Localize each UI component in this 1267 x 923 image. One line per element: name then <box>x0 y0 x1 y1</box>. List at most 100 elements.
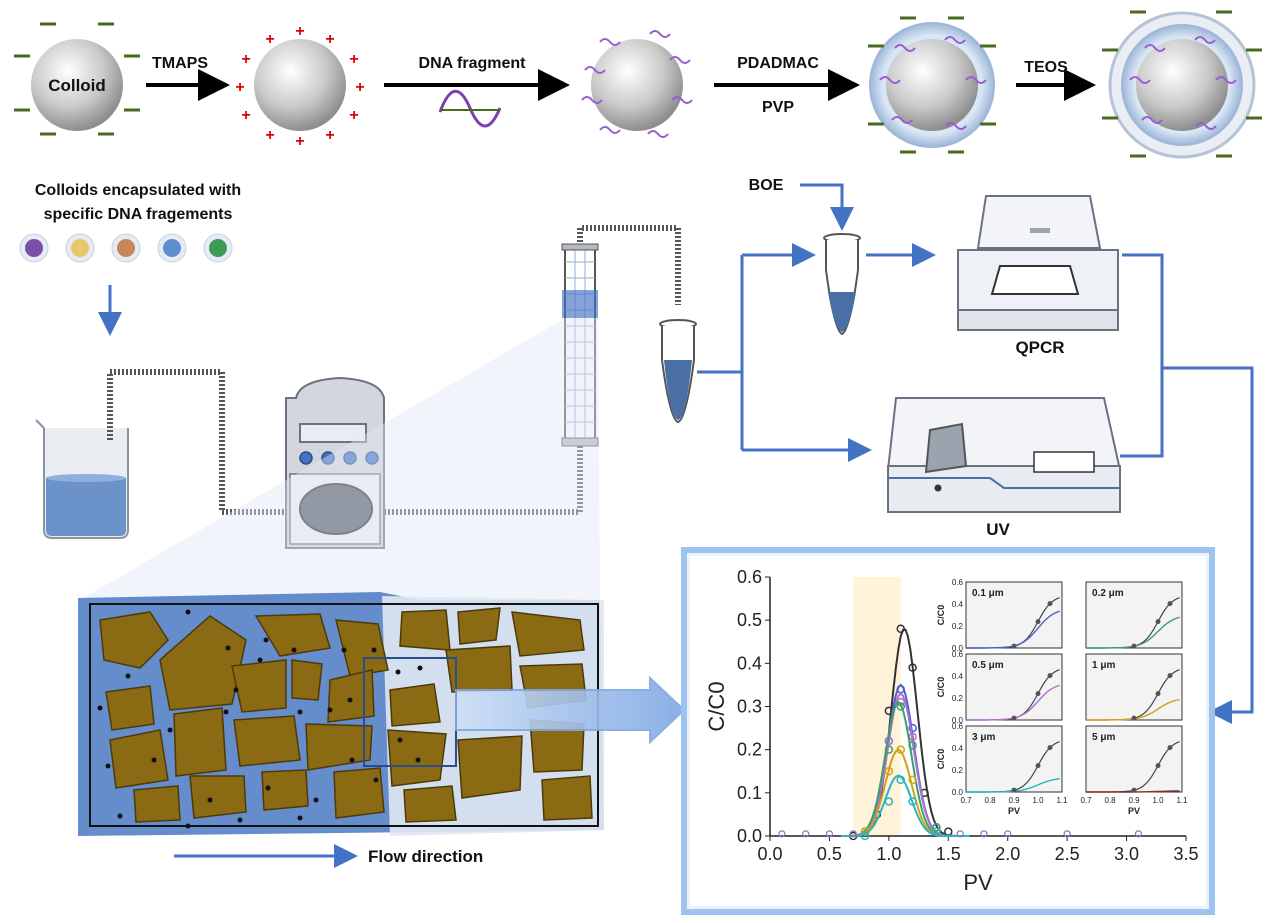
svg-text:+: + <box>265 31 274 48</box>
inset-x-tick-label: 0.7 <box>1080 796 1092 805</box>
svg-text:+: + <box>241 107 250 124</box>
inset-y-tick-label: 0.4 <box>952 744 964 753</box>
inset-x-tick-label: 0.7 <box>960 796 972 805</box>
data-point <box>908 663 917 672</box>
x-tick-label: 2.5 <box>1055 844 1080 864</box>
svg-text:+: + <box>325 127 334 144</box>
x-tick-label: 0.0 <box>757 844 782 864</box>
y-tick-label: 0.2 <box>737 740 762 760</box>
colloid-label: Colloid <box>48 76 106 95</box>
inset-title: 0.5 μm <box>972 660 1004 671</box>
svg-text:+: + <box>295 23 304 40</box>
arrow-teos: TEOS <box>1016 59 1096 101</box>
step-pdadmac-label: PDADMAC <box>737 55 819 72</box>
tubing <box>107 225 681 515</box>
sand-grain <box>457 735 523 799</box>
data-point <box>884 745 894 754</box>
colloid-4-coated <box>868 16 996 154</box>
inset-ref-point <box>1035 691 1041 697</box>
data-point <box>860 831 870 841</box>
inset-panel: 0.5 μm0.00.20.40.6C/C0 <box>936 650 1063 725</box>
step-dna-label: DNA fragment <box>419 55 527 72</box>
sand-grain <box>233 715 301 767</box>
data-point <box>896 775 905 785</box>
inset-y-tick-label: 0.2 <box>952 766 964 775</box>
sand-grain <box>231 659 287 713</box>
colloid-particle <box>327 707 333 713</box>
sand-column <box>561 243 599 447</box>
inset-ref-point <box>1167 601 1173 607</box>
inset-panel: 0.1 μm0.00.20.40.6C/C0 <box>936 578 1063 653</box>
baseline-point <box>825 830 834 838</box>
colloid-particle <box>257 657 263 663</box>
x-tick-label: 0.5 <box>817 844 842 864</box>
colloid-particle <box>207 797 213 803</box>
inset-x-tick-label: 0.8 <box>1104 796 1116 805</box>
colloid-particle <box>395 669 401 675</box>
beaker <box>35 419 129 539</box>
colloid-particle <box>105 763 111 769</box>
data-point <box>896 745 905 754</box>
inset-y-axis-label: C/C0 <box>936 677 946 698</box>
colloid-particle <box>237 817 243 823</box>
colloid-particle <box>373 777 379 783</box>
sand-grain <box>305 723 373 771</box>
baseline-point <box>980 830 988 838</box>
uv-spectrometer <box>886 397 1122 513</box>
x-tick-label: 1.5 <box>936 844 961 864</box>
instrument-to-chart-connector <box>1120 253 1254 724</box>
svg-text:+: + <box>349 51 358 68</box>
colloid-particle <box>125 673 131 679</box>
sand-grain <box>333 767 385 819</box>
encapsulated-dot <box>71 239 89 257</box>
inset-ref-point <box>1047 601 1053 607</box>
inset-y-axis-label: C/C0 <box>936 605 946 626</box>
baseline-point <box>1004 830 1012 838</box>
colloid-particle <box>151 757 157 763</box>
inset-ref-point <box>1131 715 1137 721</box>
uv-label: UV <box>986 520 1010 539</box>
inset-y-tick-label: 0.6 <box>952 722 964 731</box>
zoom-projection <box>80 318 600 600</box>
colloid-3-dna <box>581 30 693 138</box>
inset-ref-point <box>1011 787 1017 793</box>
sand-grain <box>389 683 441 727</box>
inset-ref-point <box>1155 763 1161 769</box>
inset-frame <box>1085 725 1183 793</box>
inset-x-tick-label: 0.9 <box>1008 796 1020 805</box>
colloid-particle <box>313 797 319 803</box>
data-point <box>908 797 917 806</box>
y-tick-label: 0.4 <box>737 653 762 673</box>
inset-panel: 0.2 μm <box>1085 581 1183 649</box>
colloid-particle <box>291 647 297 653</box>
baseline-point <box>802 830 810 838</box>
colloid-particle <box>417 665 423 671</box>
sand-grain <box>109 729 169 789</box>
inset-y-tick-label: 0.4 <box>952 672 964 681</box>
inset-title: 0.2 μm <box>1092 588 1124 599</box>
colloid-1: Colloid <box>14 22 140 136</box>
data-point <box>884 767 894 776</box>
peristaltic-pump <box>285 376 385 549</box>
data-point <box>884 797 894 806</box>
sand-grain <box>511 611 585 657</box>
x-tick-label: 1.0 <box>876 844 901 864</box>
big-transfer-arrow <box>455 675 686 745</box>
porous-media-panel <box>78 592 604 836</box>
baseline-point <box>1134 830 1143 838</box>
encapsulated-dot <box>163 239 181 257</box>
colloid-particle <box>341 647 347 653</box>
inset-y-tick-label: 0.6 <box>952 650 964 659</box>
inset-y-tick-label: 0.0 <box>952 716 964 725</box>
inset-x-tick-label: 1.1 <box>1056 796 1068 805</box>
arrow-dna: DNA fragment <box>384 55 570 128</box>
sand-grain <box>541 775 593 821</box>
encapsulated-colloid-dots <box>19 233 233 263</box>
svg-text:+: + <box>235 79 244 96</box>
inset-frame <box>965 581 1063 649</box>
svg-text:+: + <box>265 127 274 144</box>
colloid-particle <box>415 757 421 763</box>
y-tick-label: 0.5 <box>737 610 762 630</box>
inset-y-tick-label: 0.2 <box>952 622 964 631</box>
